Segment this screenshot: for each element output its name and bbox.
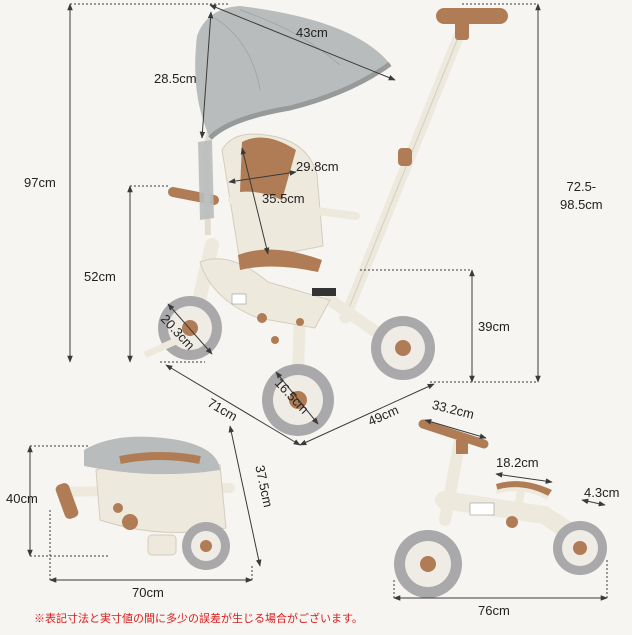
dim-total-height: 97cm bbox=[24, 175, 56, 190]
dim-canopy-width: 43cm bbox=[296, 25, 328, 40]
dim-bike-seat-thickness: 4.3cm bbox=[584, 485, 620, 500]
push-handle-grip bbox=[436, 8, 508, 24]
dim-seat-height: 52cm bbox=[84, 269, 116, 284]
tricycle-folded bbox=[55, 436, 235, 570]
dim-footrest-height: 39cm bbox=[478, 319, 510, 334]
balance-bike bbox=[394, 419, 607, 598]
dim-bike-length: 76cm bbox=[478, 603, 510, 618]
dim-canopy-depth: 28.5cm bbox=[154, 71, 197, 86]
dim-folded-length: 70cm bbox=[132, 585, 164, 600]
dim-folded-height: 40cm bbox=[6, 491, 38, 506]
dim-seat-width: 29.8cm bbox=[296, 159, 339, 174]
disclaimer-note: ※表記寸法と実寸値の間に多少の誤差が生じる場合がございます。 bbox=[34, 613, 363, 625]
dim-bike-seat: 18.2cm bbox=[496, 455, 539, 470]
canopy bbox=[195, 6, 392, 140]
rear-wheel-right bbox=[371, 316, 435, 380]
dim-backrest-height: 35.5cm bbox=[262, 191, 305, 206]
dim-handle-height: 72.5- 98.5cm bbox=[560, 179, 603, 212]
tricycle-main bbox=[143, 6, 508, 436]
dimension-lines bbox=[27, 3, 608, 601]
